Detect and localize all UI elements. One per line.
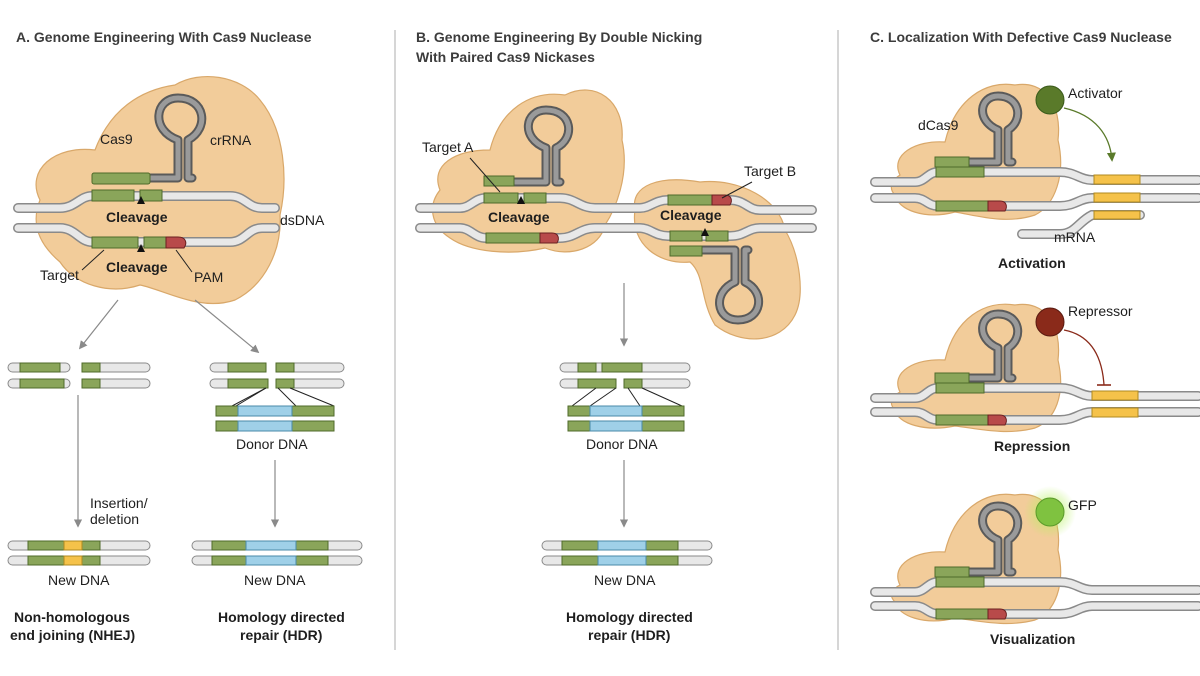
donor-dna-b (567, 387, 685, 432)
hdr-title-a-line1: Homology directed (218, 609, 345, 625)
indel-segment-top (63, 540, 83, 551)
insertion-label-line2: deletion (90, 511, 139, 527)
pam-label: PAM (194, 269, 223, 285)
cleavage-label-top: Cleavage (106, 209, 168, 225)
panel-c: Activator dCas9 mRNA Activation Represso… (870, 83, 1200, 647)
hdr-title-a-line2: repair (HDR) (240, 627, 322, 643)
target-b-label: Target B (744, 163, 796, 179)
panel-b-heading-line2: With Paired Cas9 Nickases (416, 49, 595, 65)
insertion-label-line1: Insertion/ (90, 495, 148, 511)
activator-sphere (1035, 85, 1065, 115)
activation-gene (1093, 174, 1141, 185)
target-b-seq-2 (669, 230, 703, 242)
target-seq-bottom-right (143, 236, 167, 249)
donor-dna-label-a: Donor DNA (236, 436, 308, 452)
nhej-broken-dna (7, 362, 151, 389)
repressor-sphere (1035, 307, 1065, 337)
new-dna-label-right: New DNA (244, 572, 306, 588)
cleavage-mark-b (701, 228, 709, 236)
repressor-inhibit-line (1063, 329, 1105, 386)
hdr-broken-dna-b (559, 362, 691, 389)
target-a-label: Target A (422, 139, 474, 155)
target-a-pointer (469, 157, 501, 193)
cleavage-mark-a (517, 196, 525, 204)
repression-gene (1091, 390, 1139, 401)
crrna-label: crRNA (210, 132, 252, 148)
pam-pointer (175, 249, 193, 273)
indel-segment-bottom (63, 555, 83, 566)
dcas9-label: dCas9 (918, 117, 959, 133)
cleavage-label-b-left: Cleavage (488, 209, 550, 225)
repression-title: Repression (994, 438, 1070, 454)
cas9-label: Cas9 (100, 131, 133, 147)
target-seq-top-right (139, 189, 163, 202)
nhej-new-dna (7, 540, 151, 566)
guide-b (669, 245, 703, 257)
panel-b: Cleavage Cleavage Target A Target B (415, 89, 817, 643)
hdr-new-dna-a (191, 540, 363, 566)
target-seq-bottom-left (91, 236, 139, 249)
donor-dna-label-b: Donor DNA (586, 436, 658, 452)
mrna-label: mRNA (1054, 229, 1096, 245)
repressor-label: Repressor (1068, 303, 1133, 319)
target-b-seq-3 (705, 230, 729, 242)
target-a-seq-2 (523, 192, 547, 204)
target-seq-top-left (91, 189, 135, 202)
visualization-complex (870, 486, 1200, 625)
panel-a: Cleavage Cleavage Cas9 crRNA dsDNA Targe… (7, 75, 363, 643)
target-pointer (81, 249, 105, 271)
gfp-label: GFP (1068, 497, 1097, 513)
hdr-broken-dna (209, 362, 345, 389)
guide-segment-top (91, 172, 151, 185)
target-a-seq-3 (485, 232, 541, 244)
new-dna-label-b: New DNA (594, 572, 656, 588)
cleavage-label-bottom: Cleavage (106, 259, 168, 275)
activation-title: Activation (998, 255, 1066, 271)
arrow-to-nhej (78, 299, 119, 350)
target-label: Target (40, 267, 79, 283)
donor-dna-a (215, 387, 335, 432)
pam-b (711, 194, 732, 206)
target-a-seq-1 (483, 192, 519, 204)
nhej-title-line2: end joining (NHEJ) (10, 627, 135, 643)
target-b-seq-1 (667, 194, 713, 206)
panel-c-heading: C. Localization With Defective Cas9 Nucl… (870, 29, 1172, 45)
panel-a-heading: A. Genome Engineering With Cas9 Nuclease (16, 29, 312, 45)
visualization-title: Visualization (990, 631, 1075, 647)
activator-label: Activator (1068, 85, 1123, 101)
arrow-to-hdr (194, 299, 260, 354)
activation-complex (870, 83, 1200, 239)
guide-a (483, 175, 515, 187)
nickase-a-protein (432, 89, 625, 253)
nhej-title-line1: Non-homologous (14, 609, 130, 625)
target-b-pointer (721, 181, 753, 199)
cleavage-label-b-right: Cleavage (660, 207, 722, 223)
hdr-new-dna-b (541, 540, 713, 566)
hdr-title-b-line1: Homology directed (566, 609, 693, 625)
cleavage-mark-top (137, 196, 145, 204)
pam-site (165, 236, 187, 249)
gfp-sphere (1035, 497, 1065, 527)
repression-complex (870, 303, 1200, 433)
cleavage-mark-bottom (137, 244, 145, 252)
hdr-title-b-line2: repair (HDR) (588, 627, 670, 643)
dsdna-label: dsDNA (280, 212, 325, 228)
activator-arrow (1063, 107, 1116, 162)
pam-a (539, 232, 559, 244)
panel-b-heading-line1: B. Genome Engineering By Double Nicking (416, 29, 702, 45)
new-dna-label-left: New DNA (48, 572, 110, 588)
